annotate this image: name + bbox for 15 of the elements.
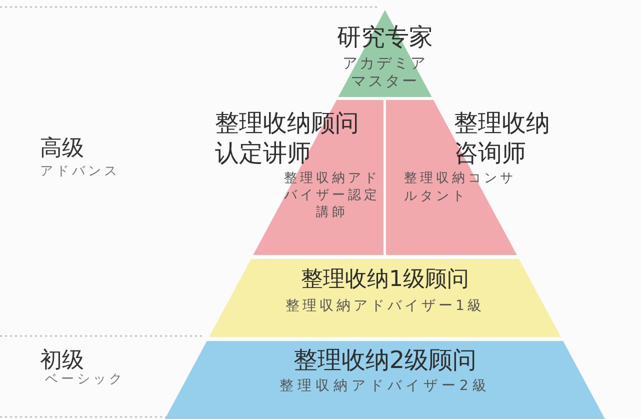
level-title: 初级 — [40, 347, 84, 374]
tier-heading: 整理收纳2级顾问 — [292, 345, 478, 375]
tier-subtitle: アカデミアマスター — [342, 54, 428, 90]
tier-subtitle: 整理収納アドバイザー認定講師 — [283, 170, 381, 221]
tier-heading: 整理收纳顾问认定讲师 — [215, 108, 360, 168]
level-subtitle: ベーシック — [45, 371, 125, 388]
level-title: 高级 — [40, 135, 84, 163]
tier-subtitle: 整理収納アドバイザー1級 — [284, 297, 486, 315]
tier-heading: 整理收纳咨询师 — [454, 108, 551, 168]
level-subtitle: アドバンス — [40, 163, 120, 180]
pyramid-middle-tier — [207, 259, 563, 337]
pyramid-base-tier — [164, 341, 606, 419]
tier-subtitle: 整理収納コンサルタント — [404, 170, 517, 206]
tier-heading: 整理收纳1级顾问 — [300, 266, 470, 294]
tier-subtitle: 整理収納アドバイザー2級 — [278, 377, 492, 395]
